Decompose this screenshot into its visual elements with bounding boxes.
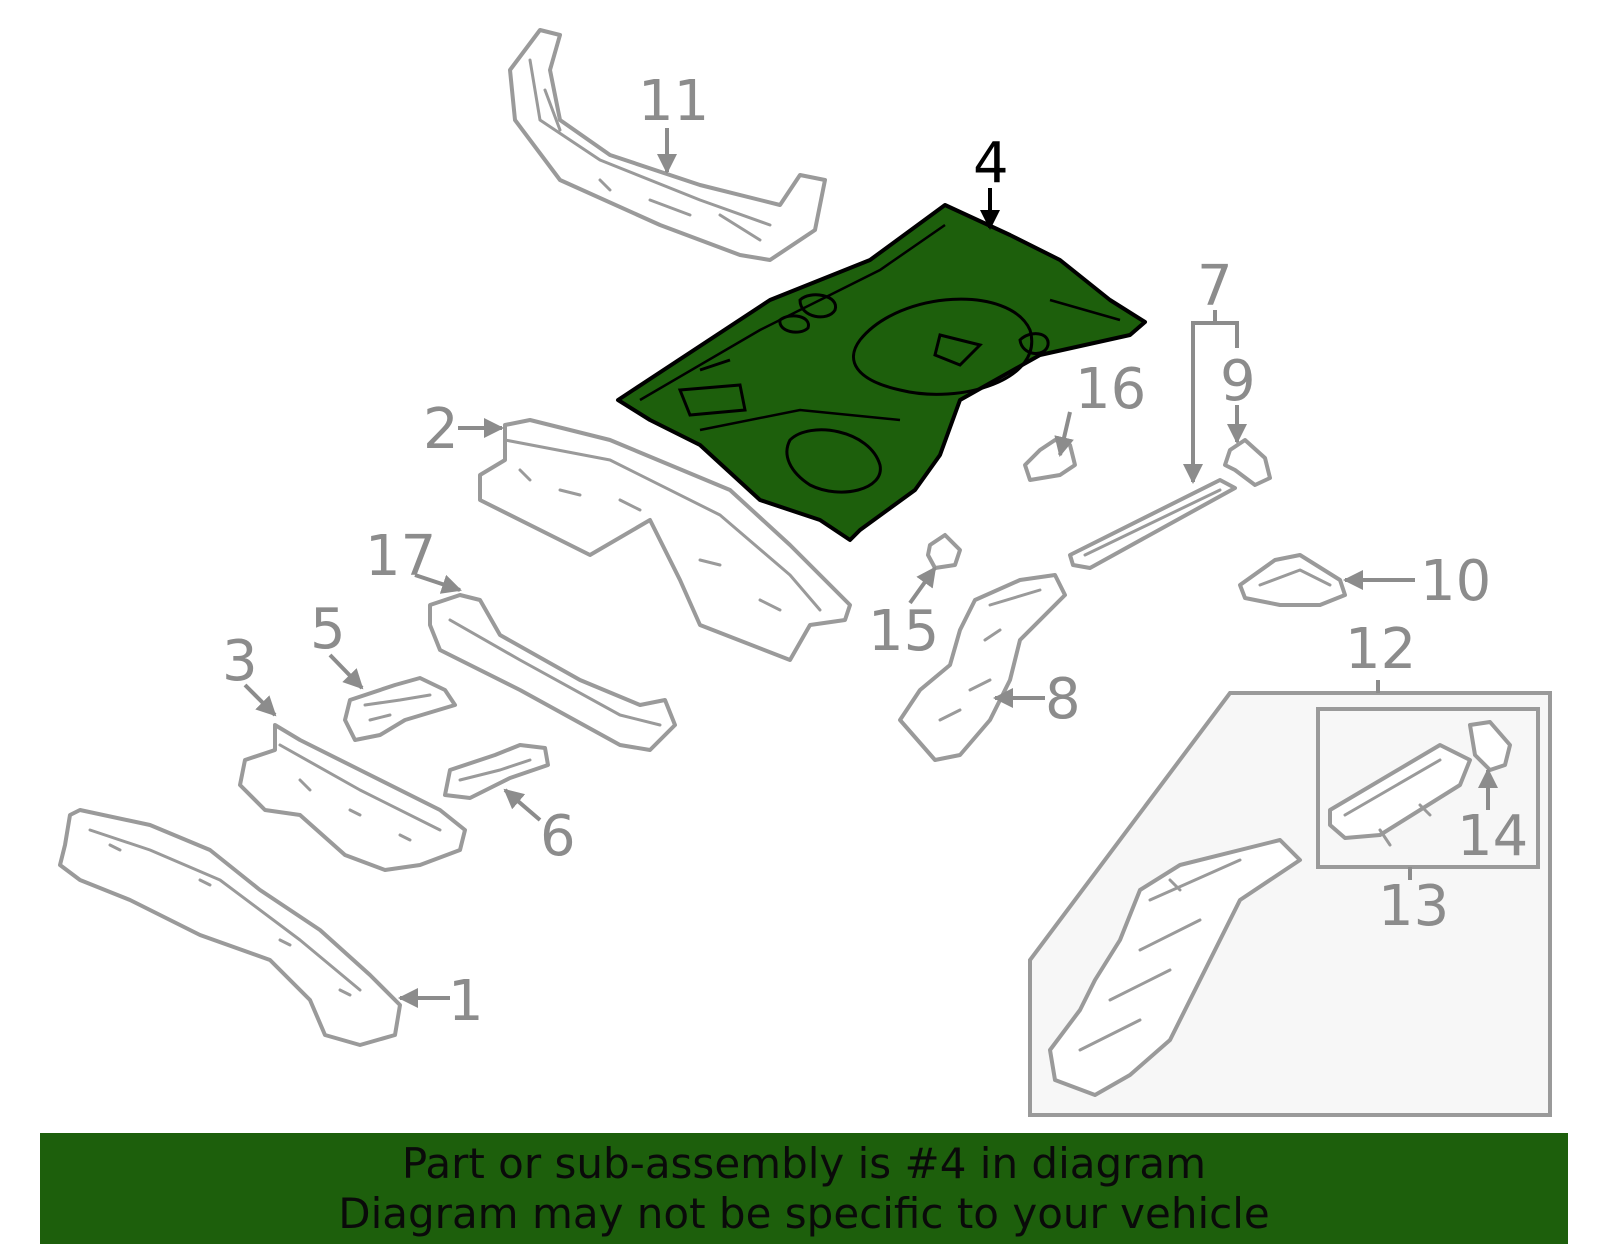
- callout-15: 15: [868, 599, 939, 664]
- part-9-outline: [1223, 438, 1272, 487]
- callout-labels: 11 4 7 9 16 2 17 10 5 15 3 12 8 6 14 13 …: [222, 69, 1528, 1034]
- callout-7: 7: [1197, 254, 1233, 319]
- callout-11: 11: [638, 69, 709, 134]
- part-4-floor-pan: [616, 203, 1147, 542]
- part-1-outline: [58, 808, 402, 1047]
- callout-4: 4: [973, 131, 1009, 196]
- part-2-outline: [478, 418, 852, 662]
- part-16-outline: [1023, 438, 1077, 482]
- callout-9: 9: [1220, 349, 1256, 414]
- info-banner: Part or sub-assembly is #4 in diagram Di…: [40, 1133, 1568, 1244]
- callout-13: 13: [1378, 874, 1449, 939]
- callout-3: 3: [222, 629, 258, 694]
- leader-lines: [243, 128, 1498, 1008]
- parts-diagram: 11 4 7 9 16 2 17 10 5 15 3 12 8 6 14 13 …: [58, 28, 1552, 1117]
- callout-8: 8: [1045, 667, 1081, 732]
- callout-12: 12: [1345, 617, 1416, 682]
- part-8-outline: [898, 573, 1067, 762]
- part-15-outline: [926, 533, 962, 570]
- part-14-outline: [1468, 720, 1512, 772]
- part-10-outline: [1238, 553, 1347, 607]
- banner-line-part: Part or sub-assembly is #4 in diagram: [401, 1139, 1207, 1188]
- callout-16: 16: [1075, 357, 1146, 422]
- callout-6: 6: [540, 804, 576, 869]
- callout-1: 1: [448, 969, 484, 1034]
- banner-line-disclaimer: Diagram may not be specific to your vehi…: [338, 1189, 1270, 1238]
- callout-5: 5: [310, 597, 346, 662]
- part-3-outline: [238, 723, 467, 872]
- part-5-outline: [343, 676, 457, 742]
- callout-2: 2: [423, 397, 459, 462]
- callout-17: 17: [365, 524, 436, 589]
- part-13-outline: [1328, 743, 1472, 847]
- part-6-outline: [443, 743, 550, 800]
- callout-10: 10: [1420, 549, 1491, 614]
- part-11-outline: [508, 28, 827, 262]
- callout-14: 14: [1457, 804, 1528, 869]
- part-7-outline: [1068, 478, 1237, 570]
- part-12-outline: [1048, 838, 1302, 1097]
- part-17-outline: [428, 593, 677, 752]
